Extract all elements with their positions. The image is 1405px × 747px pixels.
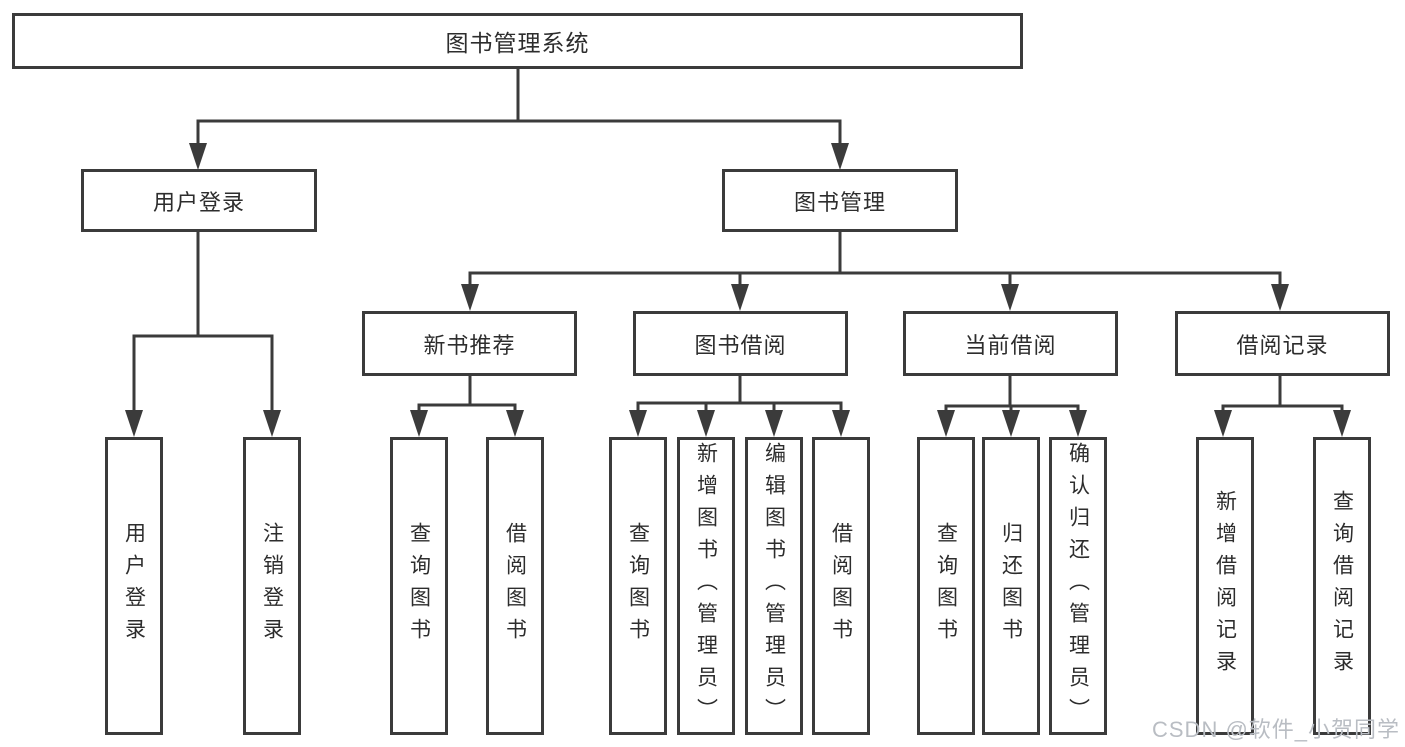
leaf-user-login: 用户登录 [105, 437, 163, 735]
leaf-borrow-books-recommend-label: 借阅图书 [503, 522, 527, 650]
leaf-query-books-current-label: 查询图书 [934, 522, 958, 650]
leaf-user-login-label: 用户登录 [122, 522, 146, 650]
node-book-management-label: 图书管理 [793, 189, 886, 215]
node-book-borrow-label: 图书借阅 [694, 332, 787, 358]
leaf-edit-book-admin: 编辑图书（管理员） [745, 437, 803, 735]
leaf-borrow-books-label: 借阅图书 [829, 522, 853, 650]
leaf-confirm-return-admin: 确认归还（管理员） [1049, 437, 1107, 735]
node-user-login: 用户登录 [81, 169, 317, 232]
leaf-return-book-label: 归还图书 [999, 522, 1023, 650]
leaf-confirm-return-admin-label: 确认归还（管理员） [1066, 442, 1090, 730]
leaf-borrow-books-recommend: 借阅图书 [486, 437, 544, 735]
leaf-borrow-books: 借阅图书 [812, 437, 870, 735]
leaf-add-book-admin: 新增图书（管理员） [677, 437, 735, 735]
node-borrow-records-label: 借阅记录 [1236, 332, 1329, 358]
node-book-borrow: 图书借阅 [633, 311, 848, 376]
node-new-book-recommend-label: 新书推荐 [423, 332, 516, 358]
watermark: CSDN @软件_小贺同学 [1152, 717, 1401, 742]
leaf-query-books-borrow: 查询图书 [609, 437, 667, 735]
leaf-edit-book-admin-label: 编辑图书（管理员） [762, 442, 786, 730]
node-library-system: 图书管理系统 [12, 13, 1023, 69]
leaf-add-borrow-record-label: 新增借阅记录 [1213, 490, 1237, 682]
node-new-book-recommend: 新书推荐 [362, 311, 577, 376]
leaf-query-books-borrow-label: 查询图书 [626, 522, 650, 650]
node-book-management: 图书管理 [722, 169, 958, 232]
connector-edges [132, 69, 1344, 413]
leaf-query-borrow-record-label: 查询借阅记录 [1330, 490, 1354, 682]
leaf-add-borrow-record: 新增借阅记录 [1196, 437, 1254, 735]
leaf-query-borrow-record: 查询借阅记录 [1313, 437, 1371, 735]
node-borrow-records: 借阅记录 [1175, 311, 1390, 376]
leaf-logout: 注销登录 [243, 437, 301, 735]
leaf-query-books-recommend: 查询图书 [390, 437, 448, 735]
node-user-login-label: 用户登录 [152, 189, 245, 215]
node-library-system-label: 图书管理系统 [445, 30, 590, 56]
node-current-borrow: 当前借阅 [903, 311, 1118, 376]
leaf-return-book: 归还图书 [982, 437, 1040, 735]
leaf-logout-label: 注销登录 [260, 522, 284, 650]
leaf-add-book-admin-label: 新增图书（管理员） [694, 442, 718, 730]
arrowhead-icons [125, 143, 1351, 437]
leaf-query-books-current: 查询图书 [917, 437, 975, 735]
node-current-borrow-label: 当前借阅 [964, 332, 1057, 358]
leaf-query-books-recommend-label: 查询图书 [407, 522, 431, 650]
